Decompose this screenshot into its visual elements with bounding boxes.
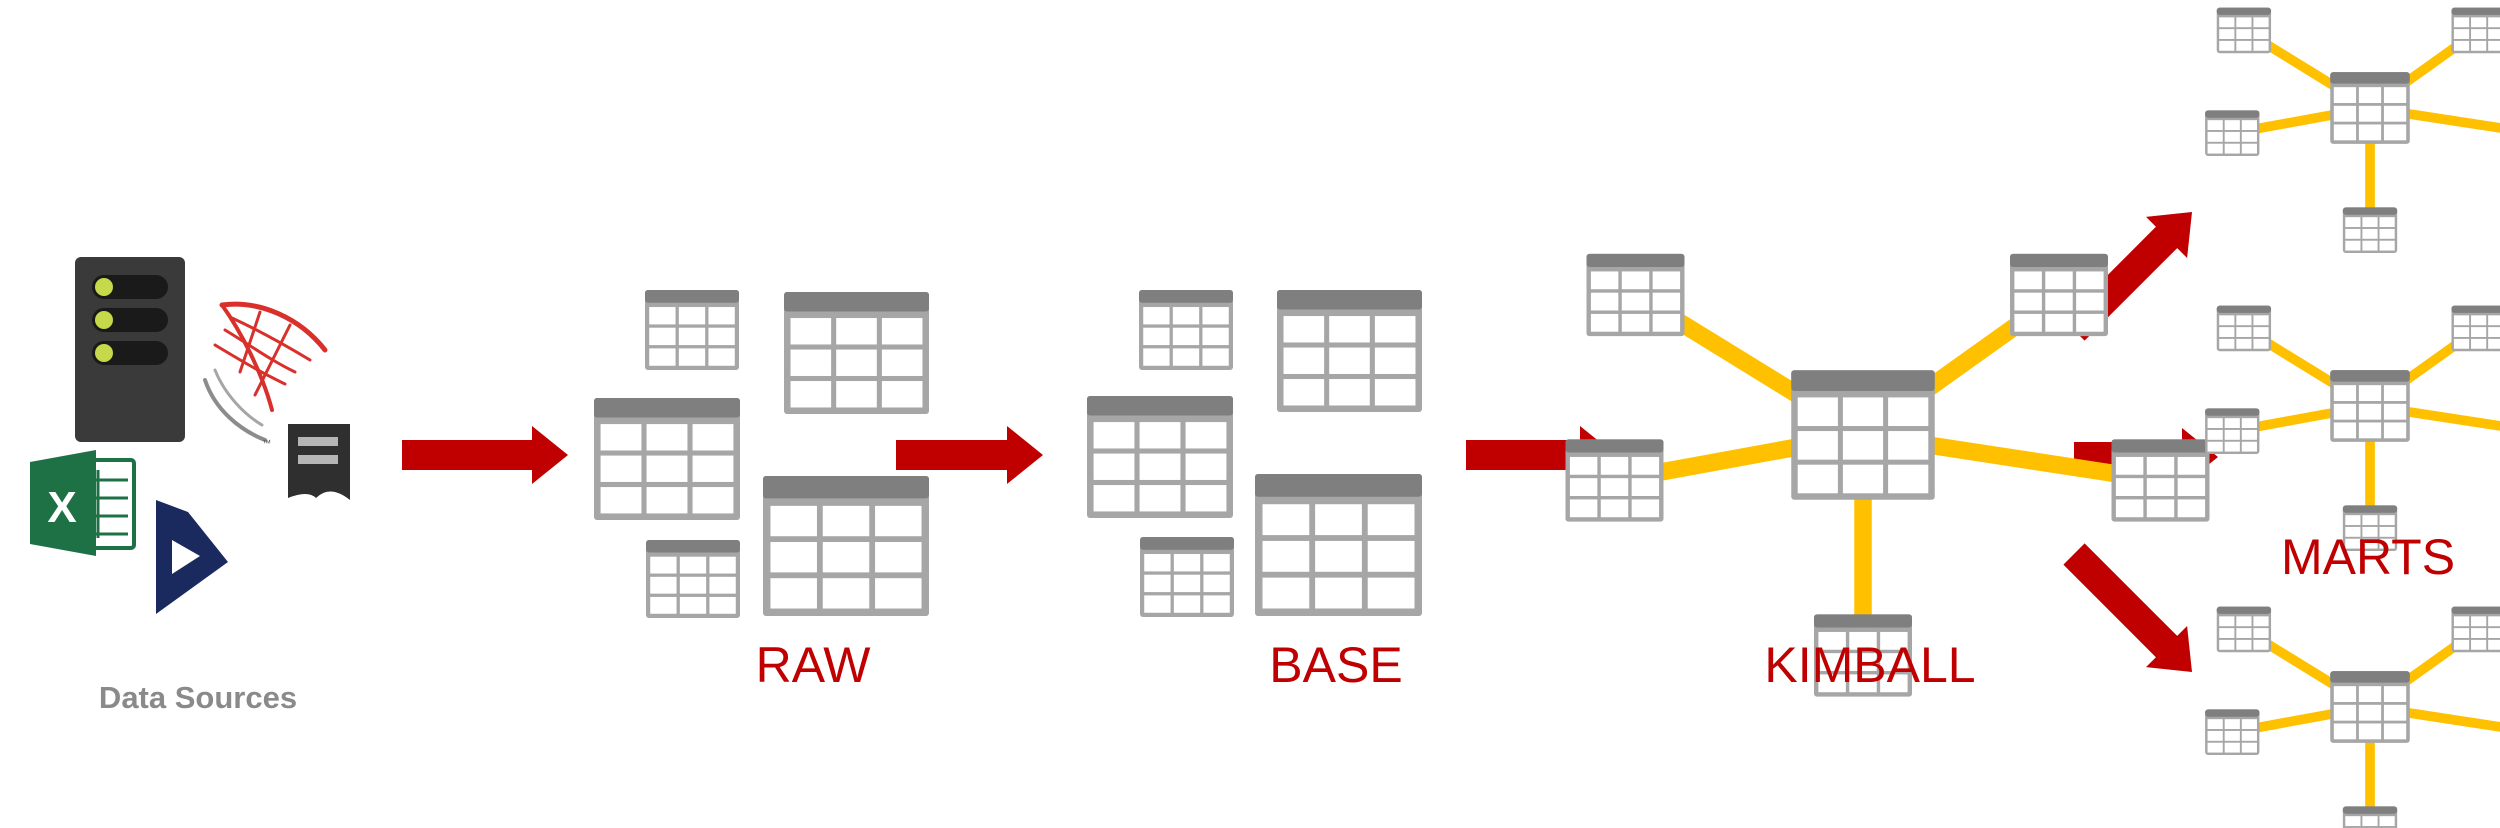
mart-star-top-dim-table-top-left [2216, 7, 2272, 54]
data-sources-label: Data Sources [98, 680, 298, 715]
tables-layer [594, 7, 2500, 828]
excel-icon: X [30, 450, 136, 556]
flat-file-icon [288, 424, 350, 500]
svg-text:X: X [47, 483, 76, 532]
kimball-star-dim-table-left [1565, 439, 1664, 522]
mart-star-middle-fact-table [2330, 370, 2410, 442]
mart-star-bottom-dim-table-bottom [2342, 806, 2398, 828]
base-table-3 [1087, 396, 1233, 518]
mart-star-top-dim-table-bottom [2342, 207, 2398, 254]
base-table-4 [1255, 474, 1422, 616]
kimball-star-fact-table [1791, 370, 1935, 500]
stage-label-marts: MARTS [2280, 529, 2456, 585]
arrow-raw-to-base [896, 426, 1043, 484]
kimball-star-dim-table-right [2111, 439, 2210, 522]
raw-table-3 [594, 398, 740, 520]
mart-star-top-dim-table-top-right [2451, 7, 2500, 54]
raw-table-2 [784, 292, 929, 414]
mart-star-middle-dim-table-left [2205, 408, 2260, 455]
trademark-symbol: ™ [262, 438, 271, 448]
server-icon [75, 257, 185, 442]
data-sources-group: ™ X [30, 257, 350, 614]
kimball-star-dim-table-bottom [1814, 614, 1912, 697]
mart-star-middle-dim-table-top-left [2216, 305, 2272, 352]
dynamics-icon [156, 500, 228, 614]
sql-server-icon [203, 301, 328, 442]
arrow-sources-to-raw [402, 426, 568, 484]
stage-label-base: BASE [1269, 637, 1403, 693]
stage-label-raw: RAW [755, 637, 871, 693]
kimball-star-dim-table-top-right [2010, 253, 2108, 337]
kimball-star-dim-table-top-left [1586, 253, 1685, 337]
raw-table-5 [646, 540, 740, 618]
mart-star-middle-dim-table-top-right [2451, 305, 2500, 352]
mart-star-top-fact-table [2330, 72, 2410, 144]
arrow-kimball-to-mart-bottom [2063, 543, 2192, 672]
raw-table-1 [645, 290, 739, 370]
mart-star-bottom-dim-table-top-right [2451, 606, 2500, 653]
raw-table-4 [763, 476, 929, 616]
base-table-2 [1277, 290, 1422, 412]
mart-star-top-dim-table-left [2205, 110, 2260, 157]
mart-star-middle-dim-table-bottom [2342, 505, 2398, 552]
mart-star-bottom-dim-table-left [2205, 709, 2260, 756]
mart-star-bottom-dim-table-top-left [2216, 606, 2272, 653]
stage-label-kimball: KIMBALL [1764, 637, 1976, 693]
base-table-1 [1139, 290, 1233, 370]
mart-star-bottom-fact-table [2330, 671, 2410, 743]
base-table-5 [1140, 537, 1234, 617]
